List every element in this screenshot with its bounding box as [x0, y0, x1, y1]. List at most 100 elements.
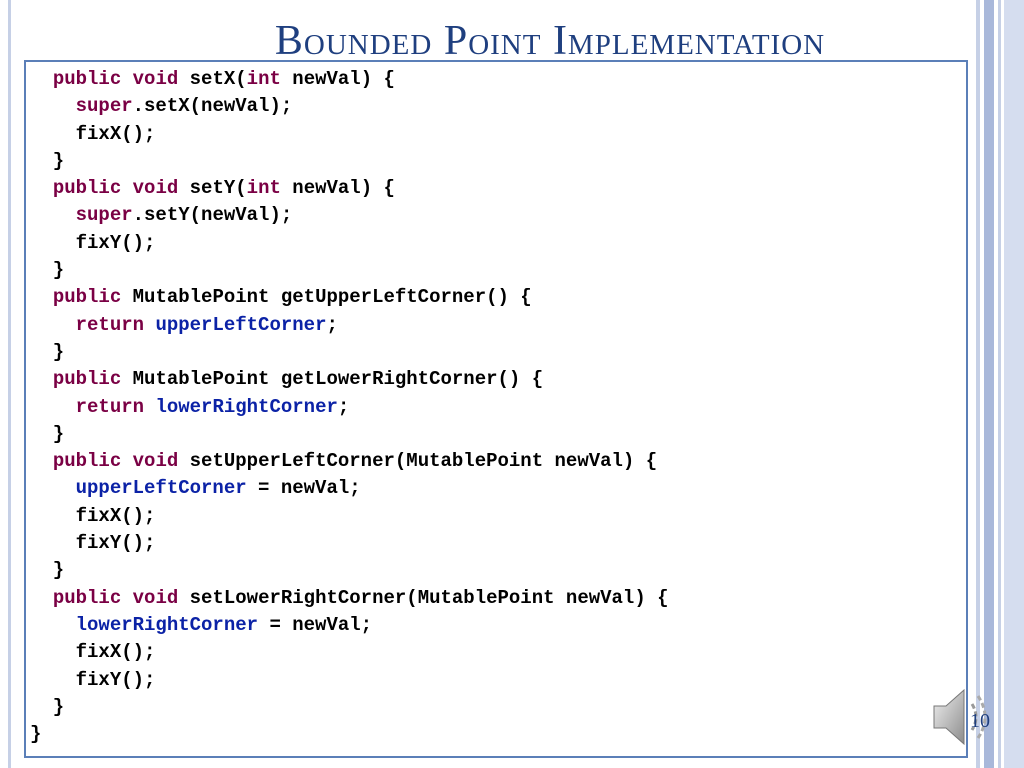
code-keyword: return	[75, 395, 145, 418]
code-token: setX(	[178, 68, 247, 90]
code-keyword: void	[132, 450, 179, 473]
code-line: fixY();	[30, 230, 950, 257]
code-line: public void setX(int newVal) {	[30, 66, 950, 93]
code-token: newVal) {	[280, 177, 395, 200]
code-token	[30, 314, 76, 336]
code-field: lowerRightCorner	[155, 395, 338, 418]
code-token	[30, 95, 76, 117]
code-token	[30, 177, 53, 199]
code-token	[30, 587, 53, 609]
code-keyword: int	[246, 177, 281, 200]
code-line: }	[30, 339, 950, 366]
code-token	[121, 450, 132, 472]
code-line: upperLeftCorner = newVal;	[30, 475, 950, 502]
left-decor-line	[8, 0, 11, 768]
code-keyword: public	[52, 586, 122, 609]
code-keyword: super	[75, 95, 133, 118]
code-line: public MutablePoint getUpperLeftCorner()…	[30, 284, 950, 311]
code-token: setY(	[178, 177, 247, 200]
code-line: fixX();	[30, 503, 950, 530]
code-line: }	[30, 148, 950, 175]
code-keyword: public	[52, 177, 122, 200]
code-keyword: public	[52, 450, 122, 473]
code-token: }	[30, 723, 42, 746]
code-token: .setY(newVal);	[132, 204, 293, 227]
code-block: public void setX(int newVal) { super.set…	[30, 66, 950, 748]
page-number: 10	[970, 710, 990, 732]
code-token: }	[30, 340, 65, 363]
speaker-icon[interactable]	[928, 682, 1008, 752]
code-line: fixY();	[30, 530, 950, 557]
code-line: fixX();	[30, 639, 950, 666]
code-keyword: void	[132, 68, 179, 90]
code-line: public void setY(int newVal) {	[30, 175, 950, 202]
code-token: .setX(newVal);	[132, 95, 293, 118]
code-line: fixX();	[30, 121, 950, 148]
code-token	[30, 614, 76, 636]
code-token: ;	[326, 313, 338, 336]
slide-title: Bounded Point Implementation	[274, 18, 826, 64]
code-token: setLowerRightCorner(MutablePoint newVal)…	[178, 586, 669, 609]
code-token	[30, 477, 76, 499]
code-token: MutablePoint getUpperLeftCorner() {	[121, 286, 532, 309]
stripe	[998, 0, 1001, 768]
code-token: = newVal;	[258, 613, 373, 636]
code-token: fixX();	[30, 122, 156, 145]
code-line: lowerRightCorner = newVal;	[30, 612, 950, 639]
code-keyword: public	[52, 368, 122, 391]
code-line: public void setLowerRightCorner(MutableP…	[30, 585, 950, 612]
code-token	[30, 286, 53, 308]
code-token: setUpperLeftCorner(MutablePoint newVal) …	[178, 450, 658, 473]
code-line: }	[30, 257, 950, 284]
code-field: upperLeftCorner	[155, 313, 327, 336]
code-keyword: int	[246, 68, 281, 90]
code-keyword: public	[52, 286, 122, 309]
content-box	[24, 60, 968, 758]
code-token	[121, 177, 132, 199]
code-token: fixY();	[30, 668, 156, 691]
code-line: public void setUpperLeftCorner(MutablePo…	[30, 448, 950, 475]
code-line: super.setX(newVal);	[30, 93, 950, 120]
code-token: MutablePoint getLowerRightCorner() {	[121, 368, 544, 391]
code-field: lowerRightCorner	[75, 613, 259, 636]
code-line: }	[30, 421, 950, 448]
code-token: fixX();	[30, 504, 156, 527]
code-token: }	[30, 149, 65, 172]
code-token: }	[30, 695, 65, 718]
code-field: upperLeftCorner	[75, 477, 247, 500]
code-token	[144, 314, 155, 336]
code-token: fixY();	[30, 231, 156, 254]
code-token: }	[30, 559, 65, 582]
code-token: ;	[337, 395, 350, 418]
code-keyword: void	[132, 177, 179, 200]
code-line: return lowerRightCorner;	[30, 394, 950, 421]
code-line: super.setY(newVal);	[30, 202, 950, 229]
code-line: }	[30, 721, 950, 748]
code-line: public MutablePoint getLowerRightCorner(…	[30, 366, 950, 393]
code-token	[30, 396, 76, 418]
code-keyword: return	[75, 313, 145, 336]
code-token	[30, 450, 53, 472]
code-token	[121, 68, 132, 90]
code-token: }	[30, 422, 65, 445]
code-line: return upperLeftCorner;	[30, 312, 950, 339]
code-line: }	[30, 694, 950, 721]
code-keyword: void	[132, 586, 179, 609]
code-token: newVal) {	[280, 68, 395, 90]
stripe	[984, 0, 994, 768]
stripe	[976, 0, 980, 768]
code-token	[30, 68, 53, 90]
code-token	[30, 204, 76, 226]
stripe	[1004, 0, 1024, 768]
code-keyword: public	[52, 68, 122, 90]
code-line: fixY();	[30, 667, 950, 694]
code-token: fixX();	[30, 641, 156, 664]
code-token	[144, 396, 155, 418]
code-token: fixY();	[30, 532, 156, 555]
code-token	[30, 368, 53, 390]
code-token	[121, 587, 132, 609]
code-keyword: super	[75, 204, 133, 227]
code-token: }	[30, 259, 65, 282]
code-line: }	[30, 557, 950, 584]
code-token: = newVal;	[246, 477, 361, 500]
